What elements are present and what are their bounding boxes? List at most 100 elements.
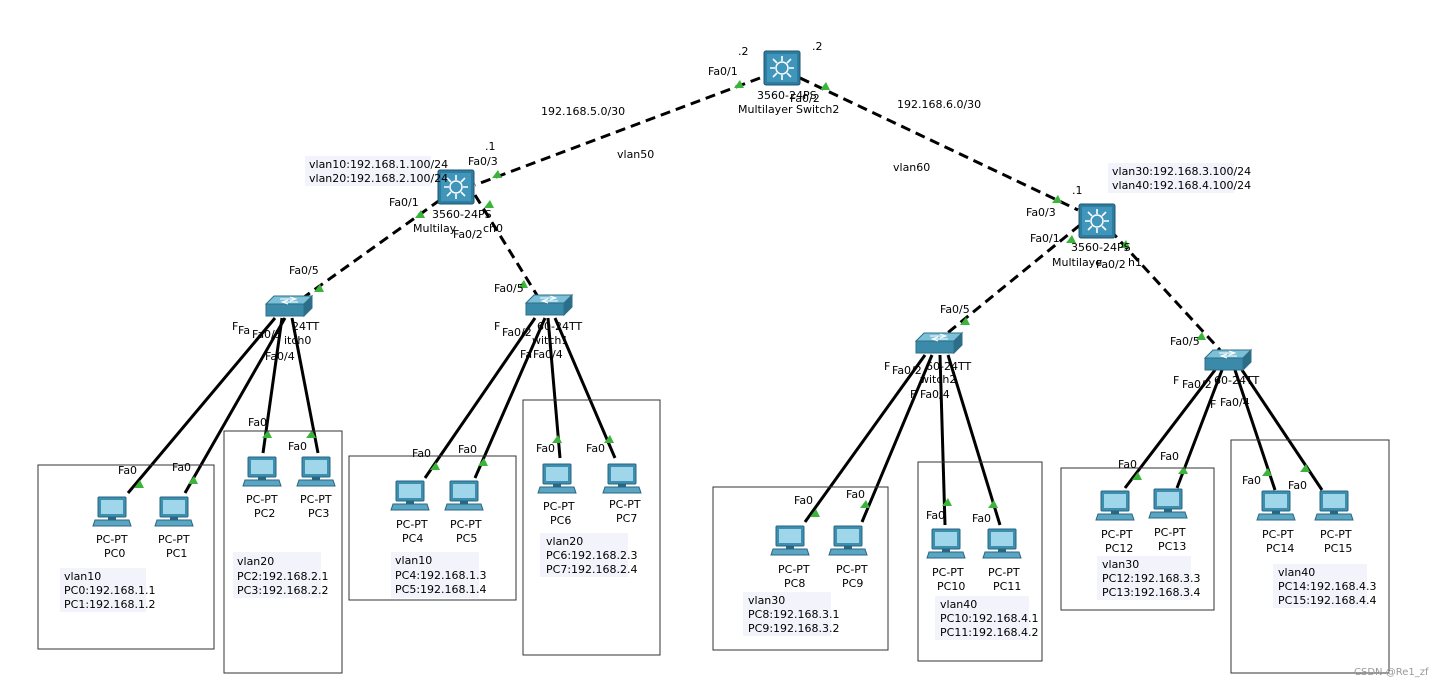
link-mlleft-to-switch0: [299, 198, 441, 302]
ml-right-svi-bg: [1108, 163, 1234, 193]
ml-right-down2: Fa0/2: [1096, 258, 1126, 271]
group-box-4: [712, 486, 889, 651]
note-bg: [540, 533, 628, 577]
top-link-labels: 192.168.5.0/30 vlan50 192.168.6.0/30 vla…: [541, 98, 981, 174]
link-sw0-pc1: [183, 317, 287, 494]
pc5-port: Fa0: [458, 443, 477, 456]
sw3-model: 60-24TT: [1214, 374, 1259, 387]
core-multilayer-switch[interactable]: 3560-24PS Multilayer Switch2 .2 .2 Fa0/1…: [708, 40, 839, 116]
pc-icon: [154, 496, 194, 527]
pc-icon: [444, 480, 484, 511]
pc9-type: PC-PT: [836, 563, 868, 576]
sw2-port-1: F: [884, 360, 890, 373]
pc13-name: PC13: [1158, 540, 1186, 553]
pc-PC11[interactable]: Fa0 PC-PT PC11: [972, 512, 1022, 593]
switch-icon: [265, 295, 313, 317]
vlan-notes: vlan10 PC0:192.168.1.1 PC1:192.168.1.2 v…: [60, 533, 1377, 640]
note-vlan: vlan20: [546, 535, 583, 548]
port-led: [518, 280, 528, 288]
sw2-name: witch2: [920, 373, 956, 386]
port-led: [960, 317, 970, 325]
pc-PC8[interactable]: Fa0 PC-PT PC8: [770, 494, 813, 590]
note-vlan: vlan40: [940, 598, 977, 611]
pc0-name: PC0: [104, 547, 125, 560]
pc-PC6[interactable]: Fa0 PC-PT PC6: [536, 442, 577, 527]
group-box-5: [917, 461, 1043, 662]
pc7-port: Fa0: [586, 442, 605, 455]
pc0-port: Fa0: [118, 464, 137, 477]
vlan-note-7: vlan40 PC14:192.168.4.3 PC15:192.168.4.4: [1273, 564, 1377, 608]
sw0-model: 24TT: [292, 320, 320, 333]
link-sw1-pc6: [546, 317, 562, 459]
right-multilayer-switch[interactable]: .1 Fa0/3 Fa0/1 3560-24PS Multilaye Fa0/2…: [1026, 163, 1251, 271]
core-port-left: Fa0/1: [708, 65, 738, 78]
note-line: PC8:192.168.3.1: [748, 608, 840, 621]
pc-PC5[interactable]: Fa0 PC-PT PC5: [444, 443, 484, 545]
access-switch-2[interactable]: Fa0/5 F Fa0/2 60-24TT witch2 F Fa0/4: [884, 303, 971, 401]
sw3-port-1: F: [1173, 374, 1179, 387]
access-switch-1[interactable]: Fa0/5 F Fa0/2 60-24TT witch1 Fa Fa0/4: [494, 282, 582, 361]
note-bg: [1097, 556, 1191, 600]
pc-PC3[interactable]: Fa0 PC-PT PC3: [288, 440, 336, 520]
group-box-3: [522, 399, 661, 656]
pc-PC15[interactable]: Fa0 PC-PT PC15: [1288, 479, 1354, 555]
port-led: [478, 458, 488, 466]
note-vlan: vlan40: [1278, 566, 1315, 579]
port-led: [1300, 464, 1310, 472]
ml-left-svi-1: vlan20:192.168.2.100/24: [309, 172, 448, 185]
note-vlan: vlan10: [64, 570, 101, 583]
pc-PC4[interactable]: Fa0 PC-PT PC4: [390, 447, 431, 545]
sw3-uplink: Fa0/5: [1170, 335, 1200, 348]
vlan-note-1: vlan20 PC2:192.168.2.1 PC3:192.168.2.2: [233, 552, 329, 598]
ml-right-down1: Fa0/1: [1030, 232, 1060, 245]
port-led: [134, 480, 144, 488]
access-switch-3[interactable]: Fa0/5 F Fa0/2 60-24TT F Fa0/4: [1170, 335, 1259, 411]
pc3-type: PC-PT: [300, 493, 332, 506]
port-led: [306, 430, 316, 438]
note-line: PC5:192.168.1.4: [395, 583, 487, 596]
note-line: PC11:192.168.4.2: [940, 626, 1039, 639]
pc6-type: PC-PT: [543, 500, 575, 513]
pc-PC13[interactable]: Fa0 PC-PT PC13: [1148, 450, 1188, 553]
pc-PC12[interactable]: Fa0 PC-PT PC12: [1095, 458, 1137, 555]
pc8-name: PC8: [784, 577, 805, 590]
port-led: [1052, 195, 1062, 203]
pc9-port: Fa0: [846, 488, 865, 501]
link-sw0-pc0: [126, 317, 277, 494]
note-vlan: vlan10: [395, 554, 432, 567]
access-switch-0[interactable]: Fa0/5 F Fa Fa0/3 24TT itch0 Fa0/4: [232, 264, 320, 363]
port-led: [860, 500, 870, 508]
port-led: [188, 476, 198, 484]
left-multilayer-switch[interactable]: .1 Fa0/3 Fa0/1 3560-24PS Multilay Fa0/2 …: [305, 140, 503, 241]
group-box-6: [1060, 467, 1215, 611]
pc-PC1[interactable]: Fa0 PC-PT PC1: [154, 461, 194, 560]
pc14-name: PC14: [1266, 542, 1294, 555]
pc15-type: PC-PT: [1320, 528, 1352, 541]
link-mlright-to-switch2: [944, 223, 1081, 337]
pc-PC7[interactable]: Fa0 PC-PT PC7: [586, 442, 642, 525]
note-vlan: vlan30: [1102, 558, 1139, 571]
vlan-left: vlan50: [617, 148, 654, 161]
pc-PC10[interactable]: Fa0 PC-PT PC10: [926, 509, 966, 593]
pc-PC9[interactable]: Fa0 PC-PT PC9: [828, 488, 868, 590]
ml-left-down2: Fa0/2: [453, 228, 483, 241]
note-line: PC1:192.168.1.2: [64, 598, 156, 611]
port-led: [1120, 240, 1130, 248]
sw2-model: 60-24TT: [926, 360, 971, 373]
pc11-name: PC11: [993, 580, 1021, 593]
pc-icon: [926, 528, 966, 559]
sw2-uplink: Fa0/5: [940, 303, 970, 316]
port-led: [810, 509, 820, 517]
ml-left-name: Multilay: [413, 222, 457, 235]
switch-icon: [1204, 349, 1252, 371]
pc-PC0[interactable]: Fa0 PC-PT PC0: [92, 464, 137, 560]
pc-PC14[interactable]: Fa0 PC-PT PC14: [1242, 474, 1296, 555]
pc8-type: PC-PT: [778, 563, 810, 576]
link-sw2-pc8: [803, 354, 927, 523]
pc8-port: Fa0: [794, 494, 813, 507]
ml-right-svi-0: vlan30:192.168.3.100/24: [1112, 165, 1251, 178]
link-mlleft-to-switch1: [473, 194, 542, 301]
pc-PC2[interactable]: Fa0 PC-PT PC2: [242, 416, 282, 520]
note-bg: [391, 552, 479, 598]
